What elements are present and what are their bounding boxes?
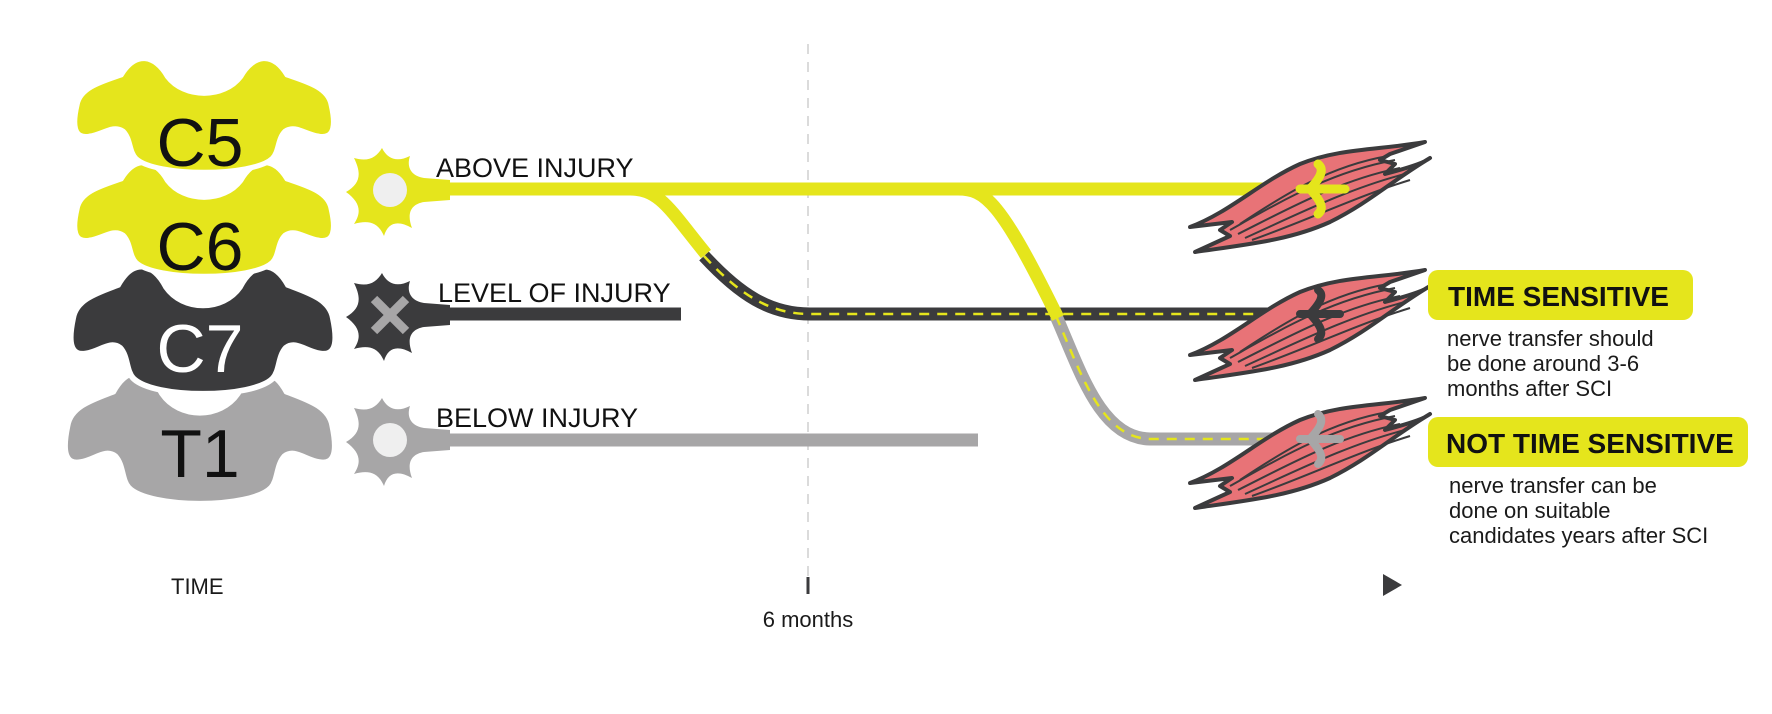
badge-time-sensitive-label: TIME SENSITIVE: [1448, 281, 1669, 312]
desc-not-time-sensitive-line-2: done on suitable: [1449, 498, 1610, 523]
muscle-above: [1188, 140, 1432, 254]
vertebra-label-c7: C7: [157, 311, 244, 387]
desc-not-time-sensitive-line-1: nerve transfer can be: [1449, 473, 1657, 498]
axis-label-time: TIME: [171, 574, 224, 599]
transfer-nerve-to-level-muscle: [699, 251, 1335, 321]
desc-time-sensitive-line-1: nerve transfer should: [1447, 326, 1654, 351]
label-below-injury: BELOW INJURY: [436, 403, 638, 433]
label-level-of-injury: LEVEL OF INJURY: [438, 278, 671, 308]
badge-not-time-sensitive: [1428, 417, 1748, 467]
muscle-level: [1188, 268, 1432, 382]
neuron-level-of-injury: [346, 273, 450, 361]
desc-time-sensitive-line-3: months after SCI: [1447, 376, 1612, 401]
x-mark-icon: [370, 295, 410, 335]
neuron-above-injury: [346, 148, 450, 236]
desc-not-time-sensitive-line-3: candidates years after SCI: [1449, 523, 1708, 548]
axis-marker-6-months: 6 months: [763, 607, 854, 632]
vertebra-label-c6: C6: [157, 209, 244, 285]
axis-arrow-icon: [1383, 574, 1402, 596]
nucleus-icon: [373, 173, 407, 207]
vertebra-label-t1: T1: [160, 416, 239, 492]
desc-time-sensitive-line-2: be done around 3-6: [1447, 351, 1639, 376]
badge-not-time-sensitive-label: NOT TIME SENSITIVE: [1446, 428, 1734, 459]
muscle-below: [1188, 396, 1432, 510]
label-above-injury: ABOVE INJURY: [436, 153, 634, 183]
vertebra-label-c5: C5: [157, 105, 244, 181]
badge-time-sensitive: [1428, 270, 1693, 320]
neuron-below-injury: [346, 398, 450, 486]
nucleus-icon: [373, 423, 407, 457]
